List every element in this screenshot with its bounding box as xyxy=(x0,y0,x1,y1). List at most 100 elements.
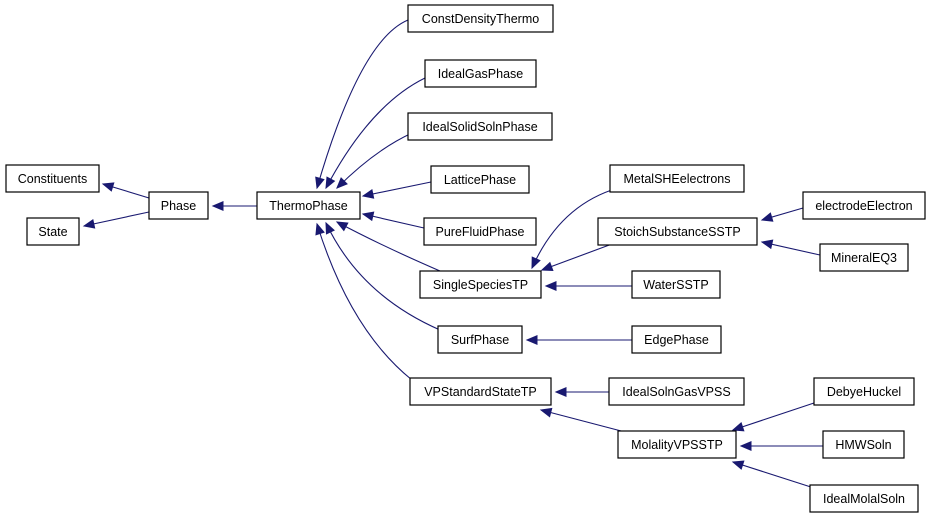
node-box xyxy=(608,377,745,406)
node-label: IdealSolnGasVPSS xyxy=(622,385,730,399)
node-molality-vpsstp[interactable]: MolalityVPSSTP xyxy=(617,430,737,459)
node-lattice-phase[interactable]: LatticePhase xyxy=(430,165,530,194)
edge-single-species-tp-to-thermo-phase-arrowhead xyxy=(335,221,349,232)
edge-surf-phase-to-thermo-phase-arrowhead xyxy=(325,221,335,235)
edge-ideal-molal-soln-to-molality-vpsstp xyxy=(732,461,815,489)
node-label: HMWSoln xyxy=(835,438,891,452)
node-label: VPStandardStateTP xyxy=(424,385,537,399)
edge-molality-vpsstp-to-vpstandard-state-tp-arrowhead xyxy=(539,407,553,418)
node-label: DebyeHuckel xyxy=(827,385,901,399)
node-box xyxy=(631,270,721,299)
edge-vpstandard-state-tp-to-thermo-phase-arrowhead xyxy=(315,222,325,236)
node-mineral-eq3[interactable]: MineralEQ3 xyxy=(819,243,909,272)
node-box xyxy=(424,59,537,88)
node-box xyxy=(597,217,758,246)
edges-layer xyxy=(82,19,823,489)
edge-stoich-substance-sstp-to-single-species-tp xyxy=(541,243,613,271)
edge-debye-huckel-to-molality-vpsstp-arrowhead xyxy=(731,421,745,432)
node-box xyxy=(26,217,80,246)
node-label: electrodeElectron xyxy=(815,199,912,213)
node-label: Constituents xyxy=(18,172,87,186)
node-box xyxy=(631,325,722,354)
node-label: EdgePhase xyxy=(644,333,709,347)
node-box xyxy=(819,243,909,272)
node-box xyxy=(802,191,926,220)
node-box xyxy=(407,4,554,33)
node-hmwsoln[interactable]: HMWSoln xyxy=(822,430,905,459)
node-label: MetalSHEelectrons xyxy=(624,172,731,186)
node-label: ConstDensityThermo xyxy=(422,12,539,26)
node-box xyxy=(423,217,537,246)
node-box xyxy=(430,165,530,194)
node-pure-fluid-phase[interactable]: PureFluidPhase xyxy=(423,217,537,246)
edge-pure-fluid-phase-to-thermo-phase-arrowhead xyxy=(361,211,375,222)
node-box xyxy=(148,191,209,220)
edge-lattice-phase-to-thermo-phase-arrowhead xyxy=(361,189,375,199)
node-debye-huckel[interactable]: DebyeHuckel xyxy=(813,377,915,406)
edge-mineral-eq3-to-stoich-substance-sstp-arrowhead xyxy=(760,239,774,250)
edge-phase-to-state-arrowhead xyxy=(82,218,96,229)
node-single-species-tp[interactable]: SingleSpeciesTP xyxy=(419,270,542,299)
edge-lattice-phase-to-thermo-phase xyxy=(362,181,432,197)
node-state[interactable]: State xyxy=(26,217,80,246)
node-label: StoichSubstanceSSTP xyxy=(614,225,740,239)
node-label: IdealSolidSolnPhase xyxy=(422,120,537,134)
node-metal-sheelectrons[interactable]: MetalSHEelectrons xyxy=(609,164,745,193)
edge-hmwsoln-to-molality-vpsstp-arrowhead xyxy=(739,441,752,451)
edge-ideal-solid-soln-phase-to-thermo-phase xyxy=(336,132,413,189)
node-label: LatticePhase xyxy=(444,173,516,187)
node-box xyxy=(407,112,553,141)
node-box xyxy=(419,270,542,299)
node-stoich-substance-sstp[interactable]: StoichSubstanceSSTP xyxy=(597,217,758,246)
edge-ideal-gas-phase-to-thermo-phase-arrowhead xyxy=(325,176,336,190)
node-constituents[interactable]: Constituents xyxy=(5,164,100,193)
node-label: SingleSpeciesTP xyxy=(433,278,528,292)
node-label: State xyxy=(38,225,67,239)
node-thermo-phase[interactable]: ThermoPhase xyxy=(256,191,361,220)
node-box xyxy=(437,325,523,354)
node-box xyxy=(809,484,919,513)
edge-water-sstp-to-single-species-tp-arrowhead xyxy=(544,281,557,291)
node-box xyxy=(609,164,745,193)
node-ideal-solid-soln-phase[interactable]: IdealSolidSolnPhase xyxy=(407,112,553,141)
edge-edge-phase-to-surf-phase-arrowhead xyxy=(525,335,538,345)
node-box xyxy=(256,191,361,220)
node-label: SurfPhase xyxy=(451,333,509,347)
node-ideal-gas-phase[interactable]: IdealGasPhase xyxy=(424,59,537,88)
edge-electrode-electron-to-stoich-substance-sstp-arrowhead xyxy=(760,212,774,222)
edge-single-species-tp-to-thermo-phase xyxy=(336,221,441,272)
node-label: MolalityVPSSTP xyxy=(631,438,723,452)
edge-ideal-solid-soln-phase-to-thermo-phase-arrowhead xyxy=(336,177,348,189)
edge-surf-phase-to-thermo-phase xyxy=(325,222,441,331)
edge-stoich-substance-sstp-to-single-species-tp-arrowhead xyxy=(540,261,554,271)
edge-const-density-thermo-to-thermo-phase xyxy=(316,19,409,189)
edge-ideal-soln-gas-vpss-to-vpstandard-state-tp-arrowhead xyxy=(554,387,567,397)
node-phase[interactable]: Phase xyxy=(148,191,209,220)
edge-phase-to-state xyxy=(83,211,150,227)
node-edge-phase[interactable]: EdgePhase xyxy=(631,325,722,354)
node-const-density-thermo[interactable]: ConstDensityThermo xyxy=(407,4,554,33)
node-box xyxy=(813,377,915,406)
node-ideal-soln-gas-vpss[interactable]: IdealSolnGasVPSS xyxy=(608,377,745,406)
edge-ideal-gas-phase-to-thermo-phase xyxy=(325,77,426,189)
node-box xyxy=(5,164,100,193)
node-label: ThermoPhase xyxy=(269,199,348,213)
edge-ideal-molal-soln-to-molality-vpsstp-arrowhead xyxy=(731,460,745,470)
node-box xyxy=(617,430,737,459)
node-label: PureFluidPhase xyxy=(436,225,525,239)
node-ideal-molal-soln[interactable]: IdealMolalSoln xyxy=(809,484,919,513)
edge-metal-sheelectrons-to-single-species-tp-arrowhead xyxy=(531,256,541,270)
edge-metal-sheelectrons-to-single-species-tp xyxy=(531,187,619,269)
node-vpstandard-state-tp[interactable]: VPStandardStateTP xyxy=(409,377,552,406)
node-water-sstp[interactable]: WaterSSTP xyxy=(631,270,721,299)
edge-phase-to-constituents-arrowhead xyxy=(101,182,115,192)
node-label: IdealMolalSoln xyxy=(823,492,905,506)
node-box xyxy=(409,377,552,406)
node-surf-phase[interactable]: SurfPhase xyxy=(437,325,523,354)
edge-vpstandard-state-tp-to-thermo-phase xyxy=(316,223,413,381)
node-label: MineralEQ3 xyxy=(831,251,897,265)
edge-debye-huckel-to-molality-vpsstp xyxy=(732,402,815,431)
node-electrode-electron[interactable]: electrodeElectron xyxy=(802,191,926,220)
